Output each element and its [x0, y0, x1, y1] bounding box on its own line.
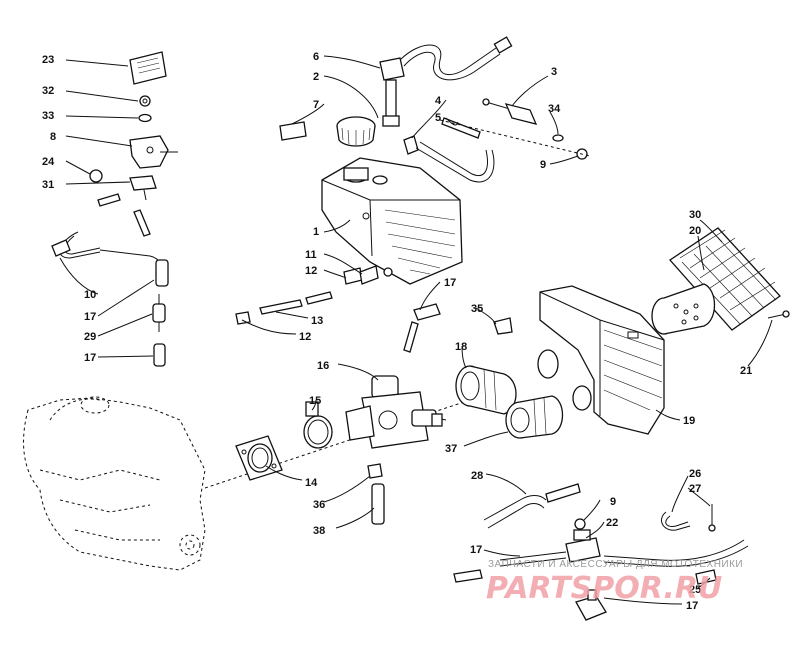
callout-17a: 17 — [84, 311, 96, 323]
check-valve — [575, 589, 607, 621]
leader-lines — [59, 55, 773, 605]
callout-9a: 9 — [540, 159, 546, 171]
vent-hose-5 — [415, 117, 495, 183]
clamp-15 — [303, 401, 333, 449]
vent-4 — [403, 135, 419, 155]
hose-17a — [155, 259, 169, 287]
callout-22: 22 — [606, 517, 618, 529]
callout-14: 14 — [305, 477, 318, 489]
hoses-17d — [453, 551, 567, 583]
callout-34: 34 — [548, 103, 561, 115]
callout-17c: 17 — [444, 277, 456, 289]
fittings-11-12 — [343, 265, 393, 285]
watermark-logo: PARTSPOR.RU — [486, 571, 722, 606]
bolt-3 — [482, 98, 538, 125]
callout-15: 15 — [309, 395, 321, 407]
callout-32: 32 — [42, 85, 54, 97]
callout-27: 27 — [689, 483, 701, 495]
callout-20: 20 — [689, 225, 701, 237]
fuel-line-left — [59, 193, 164, 281]
watermark-caption: ЗАПЧАСТИ И АКСЕССУАРЫ ДЛЯ МОТОТЕХНИКИ — [488, 559, 743, 570]
hose-28 — [483, 483, 581, 529]
callout-4: 4 — [435, 95, 442, 107]
hose-17b — [153, 343, 166, 367]
callout-10: 10 — [84, 289, 96, 301]
callout-38: 38 — [313, 525, 325, 537]
washer-34 — [552, 134, 564, 142]
pin-27 — [708, 504, 716, 532]
bracket-8 — [129, 135, 178, 169]
callout-23: 23 — [42, 54, 54, 66]
watermark: ЗАПЧАСТИ И АКСЕССУАРЫ ДЛЯ МОТОТЕХНИКИ PA… — [486, 559, 743, 606]
callout-25: 25 — [689, 584, 701, 596]
washer-33 — [138, 113, 152, 123]
callout-28: 28 — [471, 470, 483, 482]
callout-35: 35 — [471, 303, 483, 315]
boot-18 — [455, 365, 517, 415]
callout-21: 21 — [740, 365, 752, 377]
callout-17d: 17 — [470, 544, 482, 556]
clip-35 — [493, 317, 513, 335]
callout-16: 16 — [317, 360, 329, 372]
clamp-10 — [51, 239, 71, 257]
air-silencer-19 — [537, 285, 665, 435]
callout-33: 33 — [42, 110, 54, 122]
callout-24: 24 — [42, 156, 55, 168]
bracket-22 — [565, 529, 601, 563]
callout-36: 36 — [313, 499, 325, 511]
callout-18: 18 — [455, 341, 467, 353]
nut-36 — [367, 463, 383, 479]
callout-5: 5 — [435, 112, 441, 124]
callout-17b: 17 — [84, 352, 96, 364]
nut-9b — [574, 518, 586, 530]
callout-6: 6 — [313, 51, 319, 63]
screw-21 — [767, 310, 790, 319]
hose-25 — [603, 539, 749, 585]
callout-8: 8 — [50, 131, 56, 143]
intake-tube-20 — [651, 283, 716, 335]
clamp-26 — [661, 511, 691, 531]
filter-29 — [152, 294, 166, 332]
callout-31: 31 — [42, 179, 54, 191]
callout-26: 26 — [689, 468, 701, 480]
callout-11: 11 — [305, 249, 317, 261]
callout-13: 13 — [311, 315, 323, 327]
callout-30: 30 — [689, 209, 701, 221]
callout-7: 7 — [313, 99, 319, 111]
callout-19: 19 — [683, 415, 695, 427]
callout-2: 2 — [313, 71, 319, 83]
callout-29: 29 — [84, 331, 96, 343]
fuel-tank-1 — [321, 157, 463, 285]
callout-3: 3 — [551, 66, 557, 78]
line-13 — [235, 291, 333, 325]
boot-37 — [505, 395, 564, 439]
callout-12b: 12 — [299, 331, 311, 343]
centerline-bolt — [439, 119, 591, 157]
gauge-6 — [379, 36, 513, 127]
callout-1: 1 — [313, 226, 319, 238]
callout-12a: 12 — [305, 265, 317, 277]
carburetor-16 — [345, 375, 447, 449]
nut-24 — [89, 169, 103, 183]
tube-38 — [371, 483, 385, 525]
callout-labels: 23 32 33 8 24 31 10 17 29 17 6 2 7 4 5 3… — [42, 51, 752, 612]
decal-23 — [129, 51, 167, 85]
callout-17e: 17 — [686, 600, 698, 612]
fitting-31 — [129, 175, 157, 201]
centerline-intake — [204, 399, 471, 489]
flange-14 — [235, 435, 283, 481]
callout-9b: 9 — [610, 496, 616, 508]
gas-cap-2 — [336, 116, 376, 147]
callout-37: 37 — [445, 443, 457, 455]
hose-17c — [403, 303, 441, 353]
decal-7 — [279, 121, 307, 141]
engine-outline — [23, 396, 206, 571]
nut-32 — [139, 95, 151, 107]
